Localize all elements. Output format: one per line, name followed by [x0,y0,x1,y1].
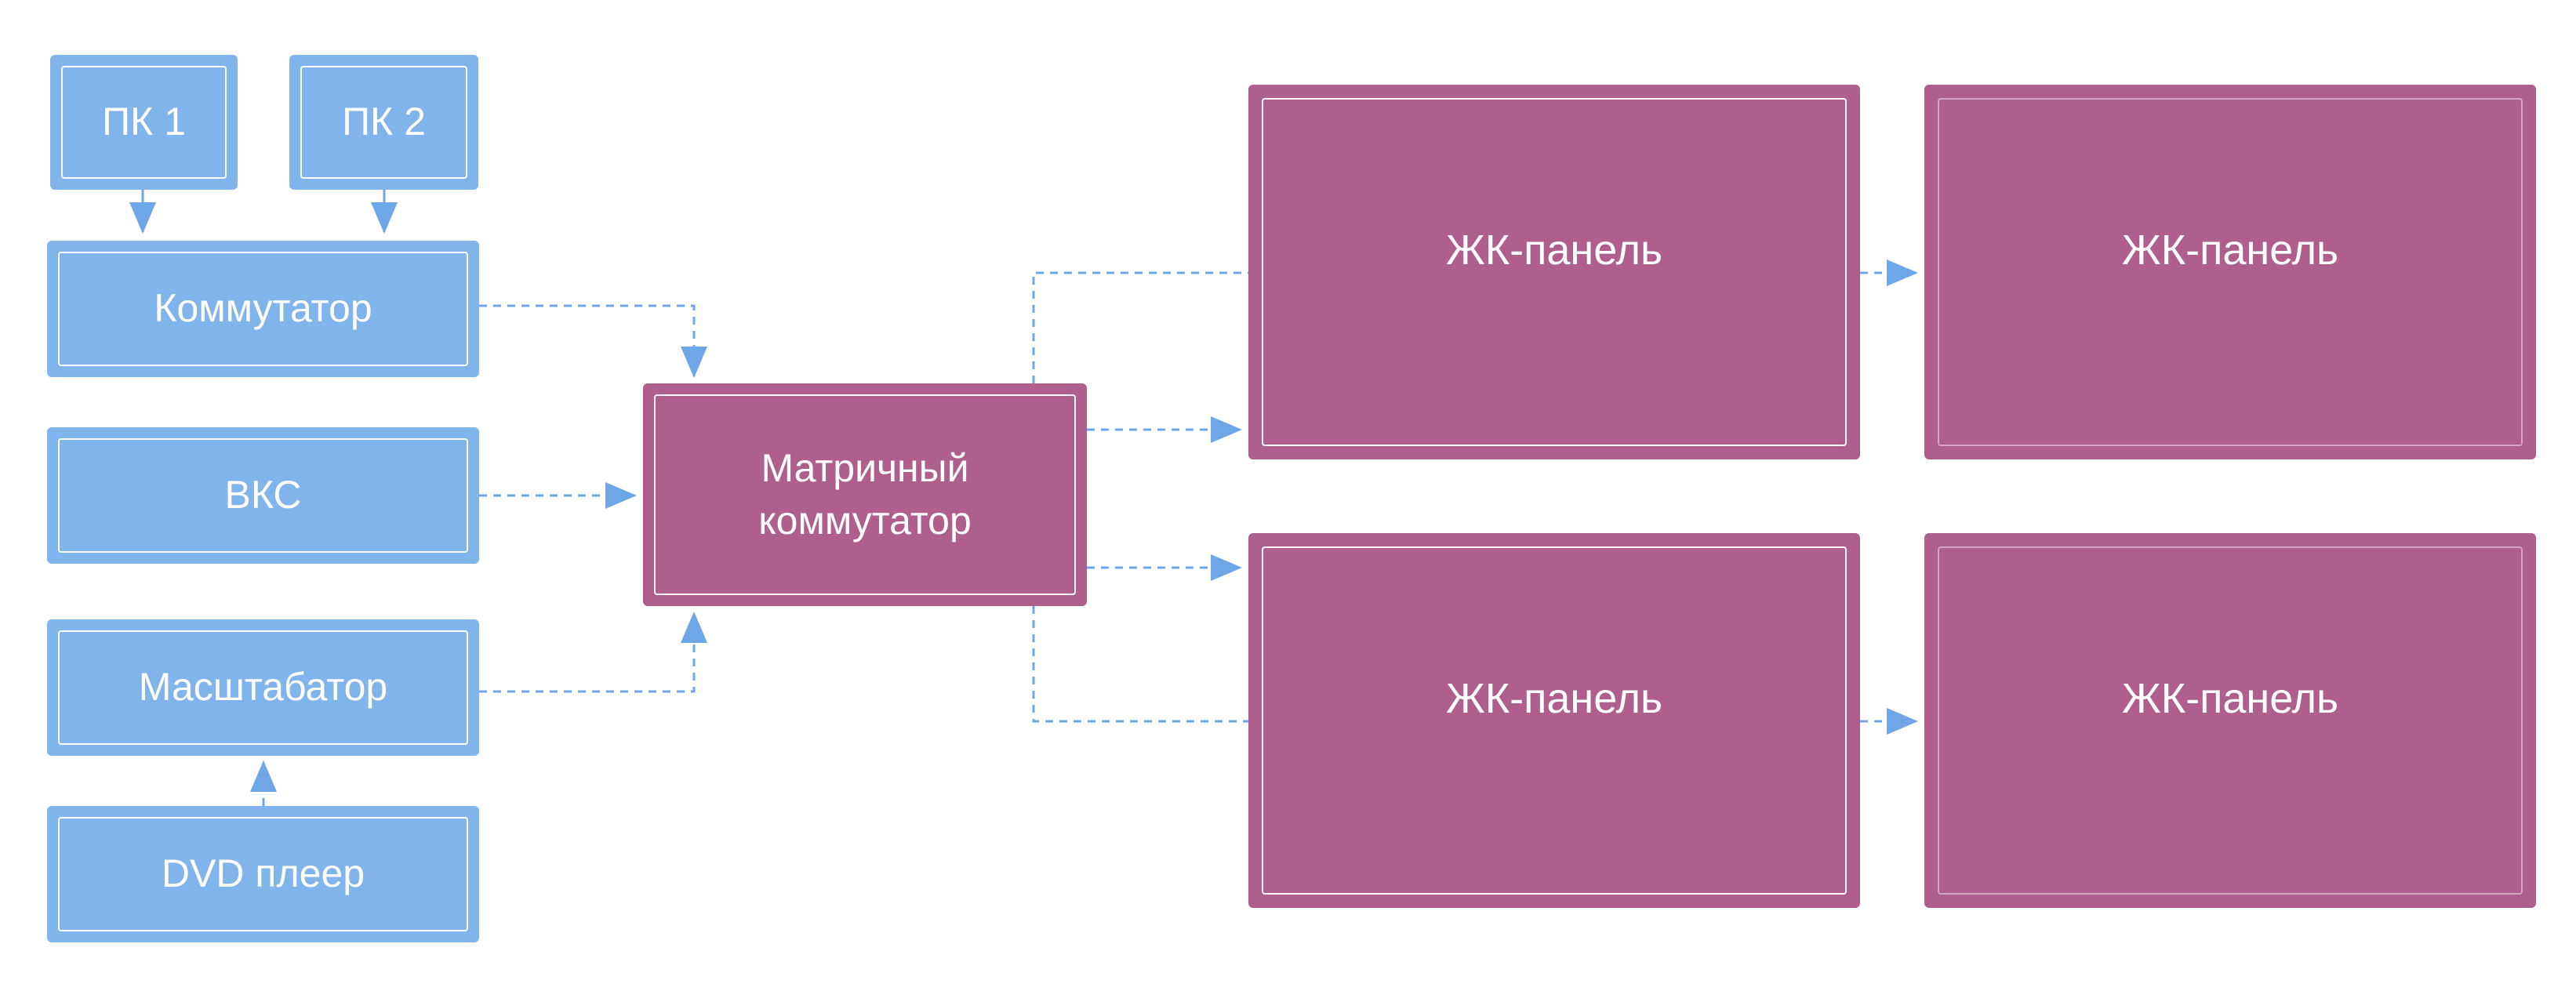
kvm-switch-label: Коммутатор [154,286,372,331]
lcd-panel-1-label: ЖК-панель [1445,226,1663,274]
lcd-panel-4-label: ЖК-панель [2121,674,2339,722]
pc-2-node: ПК 2 [289,55,478,190]
link-kvm-switch-to-matrix [479,304,707,378]
lcd-panel-3: ЖК-панель [1248,533,1860,908]
lcd-panel-3-label: ЖК-панель [1445,674,1663,722]
pc-1-label: ПК 1 [102,100,186,144]
lcd-panel-1: ЖК-панель [1248,85,1860,459]
lcd-panel-2: ЖК-панель [1924,85,2536,459]
lcd-panel-4: ЖК-панель [1924,533,2536,908]
lcd-panel-2-label: ЖК-панель [2121,226,2339,274]
link-matrix-to-panel-1-upper [1032,271,1248,383]
link-matrix-to-panel-3-lower [1032,606,1248,723]
pc-1-node: ПК 1 [50,55,238,190]
pc-2-label: ПК 2 [342,100,426,144]
link-scaler-to-matrix [479,612,707,693]
scaler-label: Масштабатор [138,665,388,710]
matrix-switch-node: Матричный коммутатор [643,383,1087,606]
matrix-switch-label: Матричный коммутатор [758,445,972,543]
dvd-player-label: DVD плеер [161,851,365,896]
vks-node: ВКС [47,427,479,564]
dvd-player-node: DVD плеер [47,806,479,942]
kvm-switch-node: Коммутатор [47,241,479,377]
scaler-node: Масштабатор [47,619,479,756]
vks-label: ВКС [224,473,302,517]
